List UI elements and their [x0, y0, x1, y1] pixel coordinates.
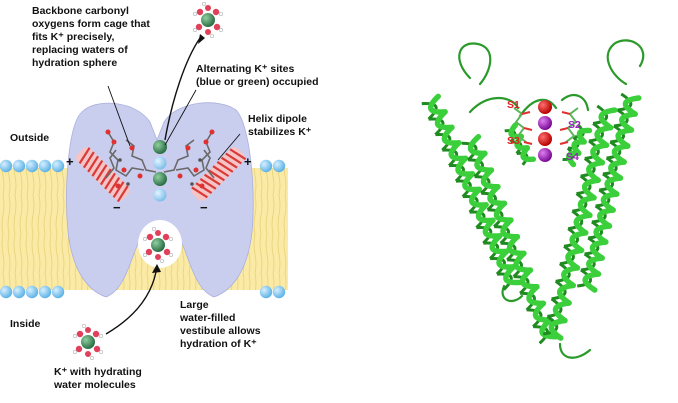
- ribbon-loops: [458, 39, 645, 359]
- lipid-head: [12, 285, 26, 299]
- hydrated-k-ion-top: [192, 1, 224, 39]
- alpha-helices: [421, 92, 642, 345]
- hydrating-water-label: K⁺ with hydrating water molecules: [53, 366, 145, 391]
- lipid-head: [38, 285, 52, 299]
- hydrated-k-ion-bottom: [72, 323, 104, 361]
- helix-plus-left: +: [66, 154, 74, 169]
- hydrated-k-ion-vestibule: [142, 226, 174, 264]
- outer-lipid-heads: [0, 159, 286, 173]
- site-ion-s3: [538, 132, 552, 146]
- carbon-atoms: [118, 158, 202, 186]
- k-ion-blue: [153, 188, 167, 202]
- inside-label: Inside: [10, 318, 41, 330]
- pore-helix-right: [562, 124, 593, 168]
- filter-sticks: [513, 107, 579, 145]
- filter-ion-column: [153, 140, 167, 202]
- inner-lipid-heads: [0, 285, 286, 299]
- right-pore-helix: [191, 147, 247, 201]
- inner-helix-left: [461, 133, 560, 345]
- sites-leader-line: [164, 89, 197, 146]
- dipole-leader-line: [217, 133, 241, 161]
- backbone-leader-line: [107, 85, 131, 147]
- helix-dipole-label: Helix dipole stabilizes K⁺: [248, 113, 312, 138]
- arrows: [105, 37, 241, 335]
- k-ion-green: [153, 140, 167, 154]
- lipid-head: [259, 285, 273, 299]
- kcsa-ribbon-structure: S1 S2 S3 S4: [421, 39, 645, 359]
- backbone-label: Backbone carbonyl oxygens form cage that…: [32, 5, 153, 69]
- lipid-head: [12, 159, 26, 173]
- lipid-head: [25, 159, 39, 173]
- lipid-head: [25, 285, 39, 299]
- k-ion-green: [153, 172, 167, 186]
- inner-helix-right: [543, 104, 618, 341]
- lipid-head: [259, 159, 273, 173]
- outer-helix-right: [577, 92, 642, 293]
- k-ion-blue: [153, 156, 167, 170]
- lipid-head: [51, 285, 65, 299]
- selectivity-filter-residues: [105, 131, 215, 179]
- site-ion-s2: [538, 116, 552, 130]
- site-label-s4: S4: [566, 151, 579, 163]
- vestibule-label: Large water-filled vestibule allows hydr…: [179, 299, 263, 350]
- site-label-s3: S3: [507, 135, 520, 147]
- site-label-s2: S2: [568, 119, 581, 131]
- lipid-head: [272, 159, 286, 173]
- lipid-head: [0, 159, 13, 173]
- helix-minus-left: −: [113, 200, 121, 215]
- entry-arrow: [105, 271, 157, 335]
- site-label-s1: S1: [507, 99, 520, 111]
- alternating-sites-label: Alternating K⁺ sites (blue or green) occ…: [196, 63, 319, 88]
- lipid-head: [51, 159, 65, 173]
- helix-minus-right: −: [200, 200, 208, 215]
- carbonyl-oxygens: [105, 129, 215, 189]
- lipid-head: [38, 159, 52, 173]
- outside-label: Outside: [10, 132, 49, 144]
- site-ion-s4: [538, 148, 552, 162]
- outer-helix-left: [421, 93, 523, 291]
- site-ion-s1: [538, 100, 552, 114]
- helix-plus-right: +: [244, 154, 252, 169]
- lipid-head: [0, 285, 13, 299]
- arrowheads: [152, 34, 205, 273]
- exit-arrow: [164, 37, 201, 141]
- lipid-head: [272, 285, 286, 299]
